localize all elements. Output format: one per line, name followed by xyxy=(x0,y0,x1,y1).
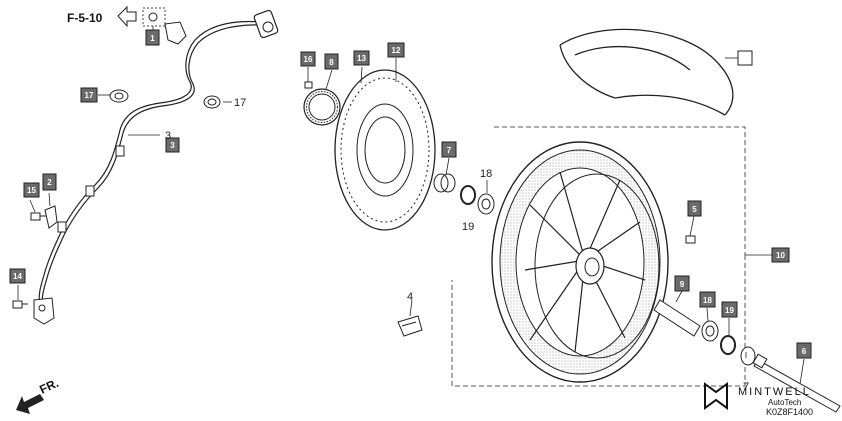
bolt-15 xyxy=(30,212,46,221)
reference-label: F-5-10 xyxy=(67,11,103,25)
callout-3-box: 3 xyxy=(170,141,175,150)
cable-bracket xyxy=(44,205,58,229)
cable-clamp-left xyxy=(109,89,129,103)
watermark: MINTWELL AutoTech K0Z8F1400 xyxy=(704,382,813,417)
wheel-hub xyxy=(575,247,605,285)
callout-badges: 1 17 3 2 15 14 16 8 13 12 7 5 10 9 18 19 xyxy=(9,29,812,359)
wheel-assembly-frame xyxy=(451,126,746,387)
side-collar-right xyxy=(740,346,756,366)
watermark-sub: AutoTech xyxy=(768,398,801,407)
diagram-code: K0Z8F1400 xyxy=(766,407,813,417)
clip-4 xyxy=(397,315,423,337)
side-collar-left xyxy=(433,173,456,193)
text-callouts: 17 3 4 18 19 7 xyxy=(165,97,749,393)
callout-7-text: 7 xyxy=(743,381,749,393)
callout-9: 9 xyxy=(680,280,685,289)
cable-grommets xyxy=(57,145,125,233)
bolt-14 xyxy=(12,300,28,309)
sensor-connector xyxy=(253,9,279,39)
watermark-brand: MINTWELL xyxy=(738,386,811,398)
tire xyxy=(559,28,734,116)
callout-18-text: 18 xyxy=(480,168,492,180)
leader-lines xyxy=(17,26,805,385)
front-direction-arrow: FR. xyxy=(16,376,61,414)
callout-19-box: 19 xyxy=(725,306,734,315)
callout-18-box: 18 xyxy=(703,296,712,305)
callout-10: 10 xyxy=(776,251,785,260)
speed-sensor-head xyxy=(33,297,55,325)
dust-seal-right xyxy=(720,335,736,355)
callout-15: 15 xyxy=(27,186,36,195)
abs-sensor-cable xyxy=(38,20,266,309)
callout-7: 7 xyxy=(447,146,452,155)
axle xyxy=(752,353,841,413)
distance-collar xyxy=(653,299,701,337)
sensor-bolt-top xyxy=(142,7,166,27)
callout-1: 1 xyxy=(150,34,155,43)
callout-17-text: 17 xyxy=(234,97,246,109)
cable-clamp-right xyxy=(203,95,221,109)
callout-3-text: 3 xyxy=(165,130,171,142)
callout-6: 6 xyxy=(802,347,807,356)
callout-19-text: 19 xyxy=(462,221,474,233)
dust-seal-left xyxy=(460,185,476,205)
bolt-5 xyxy=(685,235,696,244)
callout-12: 12 xyxy=(392,46,401,55)
callout-8: 8 xyxy=(329,58,334,67)
callout-16: 16 xyxy=(304,55,313,64)
callout-4: 4 xyxy=(407,291,413,303)
bearing-right xyxy=(701,320,719,342)
callout-14: 14 xyxy=(13,272,22,281)
bearing-left xyxy=(477,193,495,215)
callout-17-box: 17 xyxy=(85,91,94,100)
bolt-16 xyxy=(304,81,313,89)
reference-arrow: F-5-10 xyxy=(67,5,137,28)
callout-5: 5 xyxy=(692,205,697,214)
brake-disc xyxy=(334,69,436,231)
front-label: FR. xyxy=(37,376,60,397)
callout-2: 2 xyxy=(47,178,52,187)
sensor-bracket xyxy=(164,21,187,45)
callout-13: 13 xyxy=(357,54,366,63)
pulser-ring xyxy=(303,88,341,126)
